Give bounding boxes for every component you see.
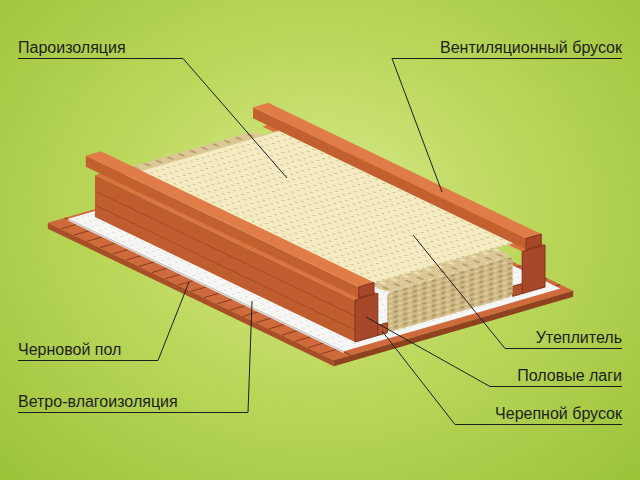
part-label: Утеплитель	[505, 328, 622, 349]
leader-line	[413, 235, 505, 349]
batten-side	[86, 156, 359, 298]
leader-line	[382, 331, 455, 425]
part-label: Черепной брусок	[455, 404, 622, 425]
batten-side	[253, 107, 526, 249]
leader-line	[248, 301, 252, 413]
part-label: Пароизоляция	[18, 38, 183, 59]
batten-top	[86, 151, 374, 287]
part-label: Черновой пол	[18, 340, 158, 361]
leader-line	[392, 59, 442, 193]
leader-line	[366, 317, 490, 387]
part-label: Ветро-влагоизоляция	[18, 392, 248, 413]
joist-end	[522, 245, 545, 294]
leader-line	[183, 59, 287, 179]
batten-end	[526, 234, 541, 249]
part-label: Вентиляционный брусок	[392, 38, 622, 59]
batten-top	[253, 103, 541, 239]
batten-end	[359, 283, 374, 298]
part-label: Половые лаги	[490, 366, 622, 387]
leader-line	[158, 282, 189, 361]
batten-end	[513, 284, 523, 297]
